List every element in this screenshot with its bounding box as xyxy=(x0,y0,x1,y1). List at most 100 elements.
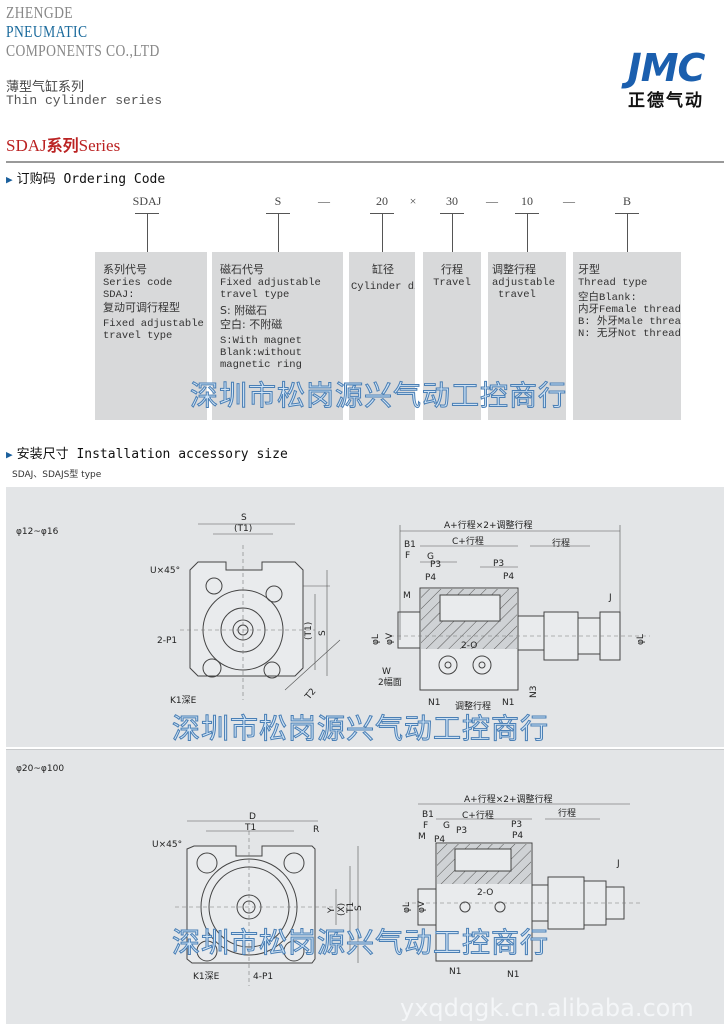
site-watermark: yxqdqgk.cn.alibaba.com xyxy=(400,994,694,1022)
dim-X: (X) xyxy=(337,903,347,916)
dim-T2: T2 xyxy=(303,687,319,703)
box-line: 缸径 xyxy=(372,263,394,276)
code-stroke: 30 xyxy=(446,194,458,208)
diagram-small-bore: φ12~φ16 S (T1) U×45° 2-P1 K1深E (T1) S T2 xyxy=(6,487,724,747)
box-line: 牙型 xyxy=(578,263,600,276)
box-magnet-code: 磁石代号 Fixed adjustable travel type S: 附磁石… xyxy=(212,252,343,420)
dim-M: M xyxy=(403,591,411,601)
series-cn-title: 系列 xyxy=(46,136,79,155)
dim-B1: B1 xyxy=(422,810,434,820)
dim-P3: P3 xyxy=(430,560,441,570)
box-line: 空白Blank: xyxy=(578,292,637,304)
watermark: 深圳市松岗源兴气动工控商行 xyxy=(171,926,550,959)
box-adjust-travel: 调整行程 adjustable travel xyxy=(488,252,566,420)
company-line-3: COMPONENTS CO.,LTD xyxy=(6,41,160,60)
box-line: 系列代号 xyxy=(103,263,147,276)
range-label: φ12~φ16 xyxy=(16,527,59,537)
box-thread-type: 牙型 Thread type 空白Blank: 内牙Female thread … xyxy=(573,252,681,420)
drawing-large-bore: φ20~φ100 D T1 R U×45° Y (X) T1 S K1深E 4-… xyxy=(16,764,640,986)
dim-adjust: 调整行程 xyxy=(455,700,491,712)
dim-N1: N1 xyxy=(502,698,514,708)
code-sep: — xyxy=(318,194,330,208)
logo-cn: 正德气动 xyxy=(628,91,704,111)
dim-J: J xyxy=(608,593,612,603)
box-line: B: 外牙Male thread xyxy=(578,316,681,328)
dim-D: D xyxy=(249,812,256,822)
series-en: Thin cylinder series xyxy=(6,93,163,108)
code-tick xyxy=(278,213,279,252)
code-sep: — xyxy=(563,194,575,208)
dim-P4: P4 xyxy=(512,831,523,841)
ordering-heading-text: 订购码 Ordering Code xyxy=(16,172,166,187)
dim-S: S xyxy=(354,905,364,911)
dim-O: 2-O xyxy=(461,641,477,651)
box-travel: 行程 Travel xyxy=(423,252,481,420)
dim-P1: 4-P1 xyxy=(253,972,273,982)
box-line: 行程 xyxy=(441,263,463,276)
box-line: Travel xyxy=(433,277,471,289)
box-line: 复动可调行程型 xyxy=(103,301,180,314)
dim-P4: P4 xyxy=(425,573,436,583)
dim-F: F xyxy=(423,821,428,831)
dim-L: φL xyxy=(371,634,381,645)
series-cn: 薄型气缸系列 xyxy=(6,80,85,95)
side-view: A+行程×2+调整行程 B1 C+行程 行程 F G P3 P3 M P4 P4… xyxy=(402,793,640,980)
code-tick xyxy=(382,213,383,252)
dim-T1: (T1) xyxy=(234,524,252,534)
box-series-code: 系列代号 Series code SDAJ: 复动可调行程型 Fixed adj… xyxy=(95,252,207,420)
box-line: travel xyxy=(498,289,536,301)
dim-P4: P4 xyxy=(434,835,445,845)
dim-M: M xyxy=(418,832,426,842)
dim-U: U×45° xyxy=(150,566,180,576)
box-line: travel type xyxy=(103,330,173,342)
dim-A: A+行程×2+调整行程 xyxy=(464,793,553,805)
dim-T1-vertical: (T1) xyxy=(304,622,314,640)
box-line: magnetic ring xyxy=(220,359,302,371)
dim-W2: 2幅面 xyxy=(378,676,402,688)
code-tick xyxy=(527,213,528,252)
code-thread: B xyxy=(622,194,632,208)
box-line: Series code xyxy=(103,277,173,289)
diagram-large-bore: φ20~φ100 D T1 R U×45° Y (X) T1 S K1深E 4-… xyxy=(6,749,724,1024)
ordering-heading: ▶订购码 Ordering Code xyxy=(6,168,165,187)
logo-text: JMC xyxy=(627,46,706,90)
box-line: 调整行程 xyxy=(492,263,536,276)
company-line-1: ZHENGDE xyxy=(6,3,74,22)
dim-J: J xyxy=(616,859,620,869)
dim-P3: P3 xyxy=(456,826,467,836)
triangle-icon: ▶ xyxy=(6,448,13,461)
company-line-2: PNEUMATIC xyxy=(6,22,88,41)
code-times: × xyxy=(409,194,417,208)
box-line: Fixed adjustable xyxy=(220,277,321,289)
install-heading: ▶安装尺寸 Installation accessory size xyxy=(6,443,288,462)
jmc-logo: JMC 正德气动 xyxy=(608,46,724,111)
code-sep: — xyxy=(486,194,498,208)
dim-G: G xyxy=(443,821,450,831)
box-line: N: 无牙Not thread xyxy=(578,328,681,340)
dim-N3: N3 xyxy=(529,686,539,698)
box-line: Fixed adjustable xyxy=(103,318,204,330)
series-title: SDAJ系列Series xyxy=(6,132,120,156)
side-view: A+行程×2+调整行程 B1 C+行程 行程 F G P3 P3 P4 P4 M… xyxy=(371,519,650,712)
dim-stroke: 行程 xyxy=(552,537,570,549)
code-tick xyxy=(147,213,148,252)
front-view: S (T1) U×45° 2-P1 K1深E (T1) S T2 xyxy=(150,513,341,706)
watermark: 深圳市松岗源兴气动工控商行 xyxy=(189,379,568,412)
box-line: Blank:without xyxy=(220,347,302,359)
series-prefix: SDAJ xyxy=(6,136,47,155)
dim-V: φV xyxy=(417,900,427,913)
dim-L: φL xyxy=(402,902,412,913)
box-line: travel type xyxy=(220,289,290,301)
dim-W: W xyxy=(382,667,391,677)
box-line: 内牙Female thread xyxy=(578,304,681,316)
dim-P3: P3 xyxy=(511,820,522,830)
dim-N1: N1 xyxy=(428,698,440,708)
dim-L: φL xyxy=(636,634,646,645)
dim-N1: N1 xyxy=(449,967,461,977)
range-label: φ20~φ100 xyxy=(16,764,64,774)
box-line: Cylinder dia xyxy=(351,281,415,293)
dim-P1: 2-P1 xyxy=(157,636,177,646)
dim-A: A+行程×2+调整行程 xyxy=(444,519,533,531)
dim-V: φV xyxy=(385,632,395,645)
dim-C: C+行程 xyxy=(452,535,484,547)
